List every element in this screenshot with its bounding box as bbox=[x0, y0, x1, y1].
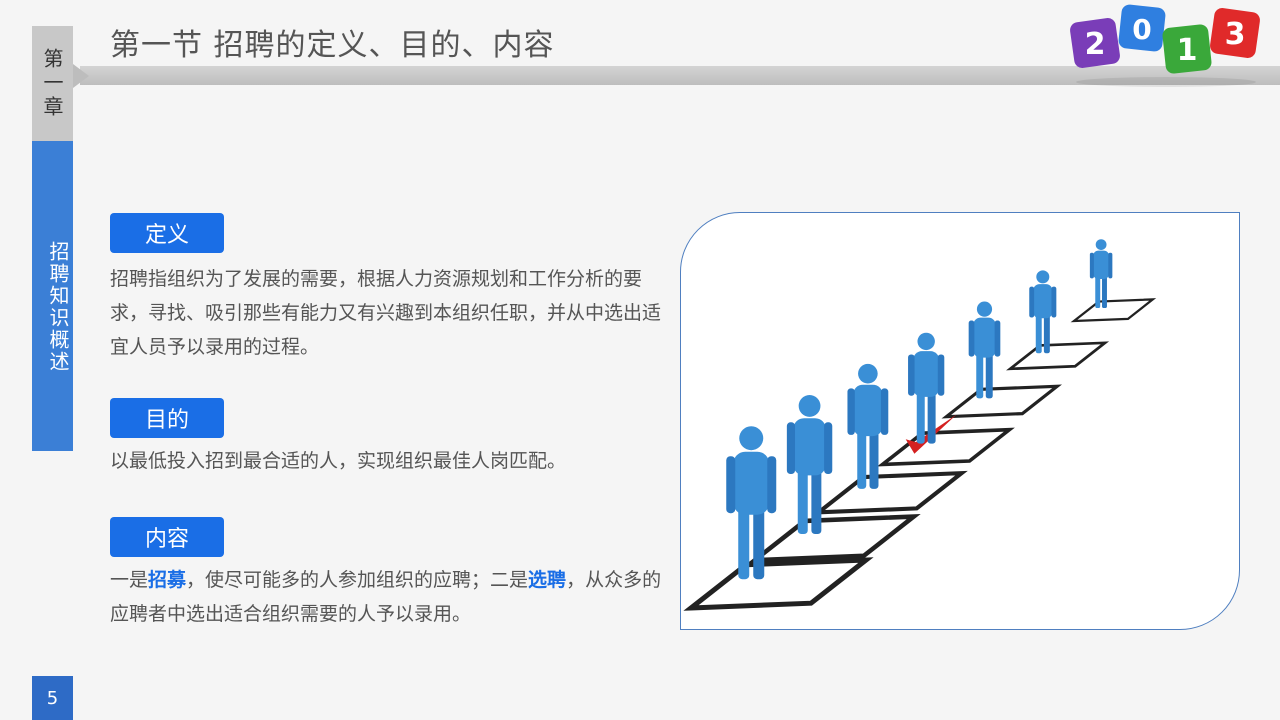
logo-digit: 0 bbox=[1132, 13, 1151, 46]
title-bar bbox=[80, 66, 1280, 85]
logo-digit: 3 bbox=[1225, 17, 1246, 52]
logo-digit: 1 bbox=[1177, 33, 1198, 68]
content-text: 一是招募，使尽可能多的人参加组织的应聘；二是选聘，从众多的应聘者中选出适合组织需… bbox=[110, 569, 662, 625]
logo-2013-cubes: 2 0 1 3 bbox=[1070, 4, 1260, 87]
page-number: 5 bbox=[32, 676, 73, 720]
cube-2: 2 bbox=[1070, 18, 1120, 68]
person-figure bbox=[1029, 270, 1057, 354]
section-label: 招聘知识概述 bbox=[32, 141, 73, 451]
candidate-box bbox=[941, 301, 1062, 419]
cube-3: 3 bbox=[1210, 8, 1260, 58]
title-arrow bbox=[73, 64, 89, 88]
page-title: 第一节 招聘的定义、目的、内容 bbox=[110, 28, 555, 63]
person-figure bbox=[908, 332, 945, 444]
person-figure bbox=[786, 395, 833, 535]
definition-text: 招聘指组织为了发展的需要，根据人力资源规划和工作分析的要求，寻找、吸引那些有能力… bbox=[110, 268, 662, 358]
logo-digit: 2 bbox=[1085, 27, 1106, 62]
purpose-text: 以最低投入招到最合适的人，实现组织最佳人岗匹配。 bbox=[110, 450, 567, 472]
candidate-box bbox=[747, 395, 921, 563]
recruitment-illustration bbox=[683, 239, 1157, 611]
candidate-box bbox=[812, 363, 968, 515]
candidate-box bbox=[876, 332, 1015, 467]
candidate-box bbox=[683, 426, 874, 611]
definition-tag: 定义 bbox=[110, 213, 224, 253]
highlight-select: 选聘 bbox=[528, 569, 567, 591]
chapter-label: 第一章 bbox=[32, 26, 73, 141]
person-figure bbox=[968, 301, 1001, 399]
cube-1: 1 bbox=[1162, 24, 1212, 74]
content-tag: 内容 bbox=[110, 517, 224, 557]
candidate-box bbox=[1070, 239, 1157, 323]
person-figure bbox=[726, 426, 777, 580]
candidate-box bbox=[1006, 270, 1110, 371]
person-figure bbox=[1089, 239, 1113, 309]
cube-0: 0 bbox=[1118, 4, 1166, 52]
illustration-frame bbox=[680, 212, 1240, 630]
person-figure bbox=[847, 363, 889, 489]
purpose-tag: 目的 bbox=[110, 398, 224, 438]
highlight-recruit: 招募 bbox=[148, 569, 187, 591]
